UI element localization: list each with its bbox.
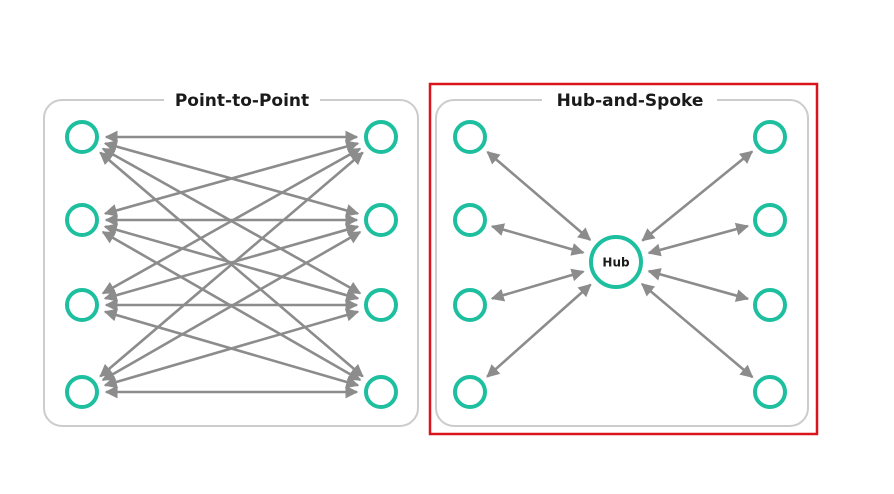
hub-left-node-2	[453, 203, 487, 237]
hub-left-node-1	[453, 120, 487, 154]
hub-label: Hub	[602, 256, 630, 270]
p2p-right-node-3	[364, 288, 398, 322]
hub-spoke-left-1	[486, 150, 592, 241]
p2p-left-node-3	[65, 288, 99, 322]
p2p-nodes	[65, 120, 398, 409]
hub-right-node-1	[753, 120, 787, 154]
p2p-title-gap	[164, 86, 320, 114]
hub-spoke-left-4	[486, 283, 592, 378]
hub-left-node-4	[453, 375, 487, 409]
hub-spoke-right-1	[641, 150, 754, 242]
p2p-right-node-1	[364, 120, 398, 154]
hub-nodes	[453, 120, 787, 409]
p2p-arrows	[99, 130, 364, 399]
hub-right-node-3	[753, 288, 787, 322]
hub-right-node-2	[753, 203, 787, 237]
p2p-panel-title: Point-to-Point	[175, 91, 309, 111]
hub-arrows	[486, 150, 754, 379]
point-to-point-panel: Point-to-Point	[43, 86, 419, 427]
hub-spoke-right-4	[640, 282, 754, 379]
highlight-frame	[428, 82, 819, 436]
hub-panel-title: Hub-and-Spoke	[557, 91, 704, 111]
hub-and-spoke-panel: Hub-and-Spoke Hub	[428, 82, 819, 436]
p2p-right-node-2	[364, 203, 398, 237]
hub-spoke-right-3	[647, 268, 750, 302]
hub-spoke-left-2	[490, 223, 585, 256]
hub-spoke-left-3	[490, 268, 585, 302]
p2p-left-node-1	[65, 120, 99, 154]
hub-left-node-3	[453, 288, 487, 322]
hub-title-gap	[542, 86, 717, 114]
hub-spoke-right-2	[647, 222, 750, 257]
p2p-left-node-2	[65, 203, 99, 237]
p2p-left-node-4	[65, 375, 99, 409]
hub-right-node-4	[753, 375, 787, 409]
p2p-right-node-4	[364, 375, 398, 409]
hub-node	[589, 235, 643, 289]
p2p-arrow-4-3	[103, 308, 360, 389]
